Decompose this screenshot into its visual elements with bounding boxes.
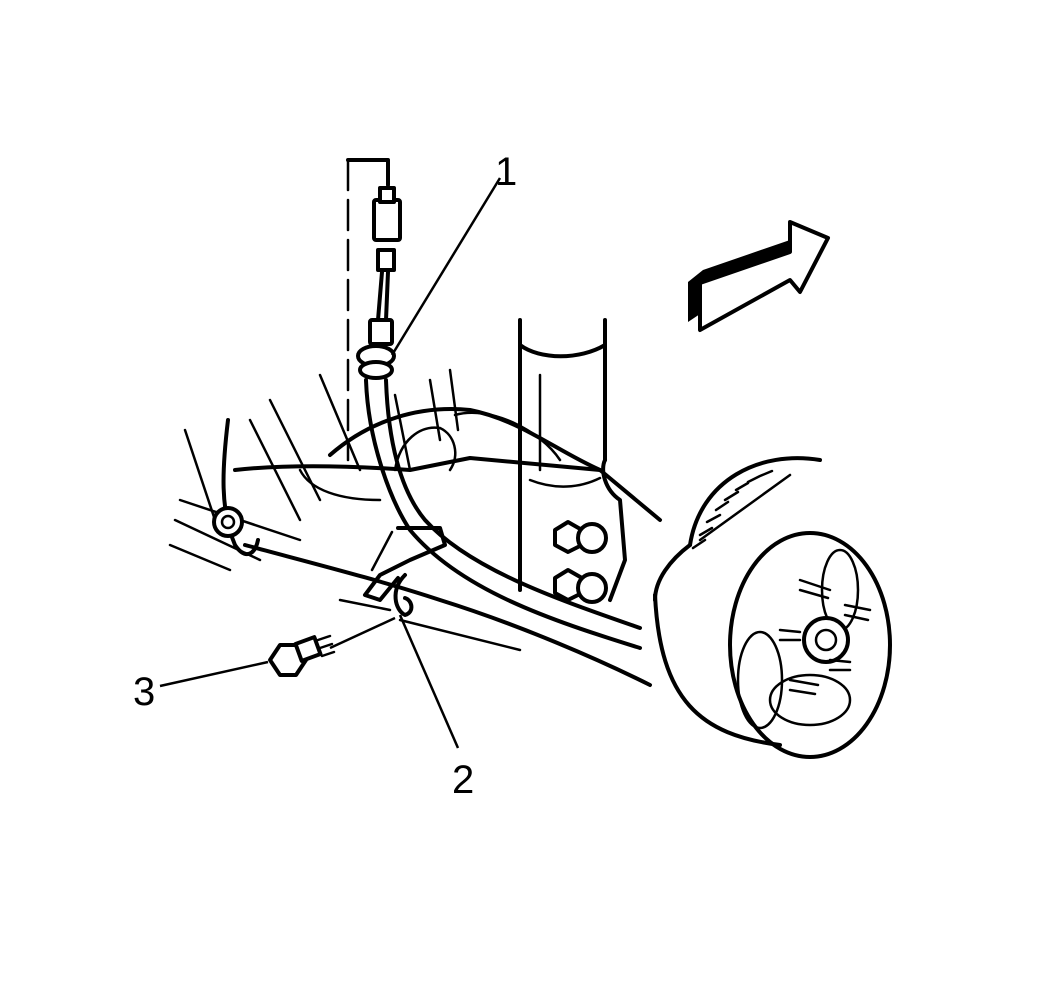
wheel-speed-sensor-harness <box>346 158 642 650</box>
brake-drum <box>653 456 892 759</box>
body-frame <box>248 368 562 522</box>
strut-bolt-upper <box>553 520 608 554</box>
callout-3: 3 <box>133 670 156 714</box>
strut-assembly <box>518 318 627 604</box>
wheel-studs <box>778 578 872 696</box>
wire-retaining-clip <box>363 526 447 617</box>
clip-bolt <box>268 634 336 677</box>
control-arm-bushing-bolt <box>212 418 260 556</box>
callout-1: 1 <box>495 150 518 194</box>
leader-lines <box>159 177 502 749</box>
forward-direction-arrow-icon <box>688 220 830 332</box>
callout-2: 2 <box>452 758 475 802</box>
strut-bolt-lower <box>553 568 608 604</box>
